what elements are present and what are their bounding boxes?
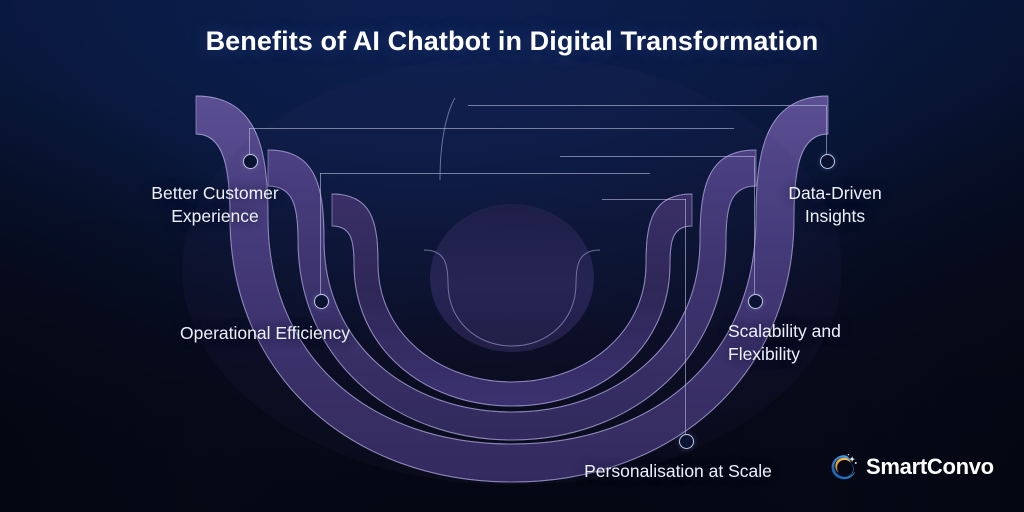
node-scalability-and-flexibility[interactable]: [748, 294, 763, 309]
connector-line-data-driven-insights-v: [826, 105, 827, 156]
benefit-label-scalability-and-flexibility: Scalability and Flexibility: [728, 321, 841, 364]
node-data-driven-insights[interactable]: [820, 154, 835, 169]
brand-name: SmartConvo: [866, 454, 994, 479]
connector-line-personalisation-at-scale-v: [685, 199, 686, 437]
node-better-customer-experience[interactable]: [243, 154, 258, 169]
connector-line-scalability-and-flexibility-v: [754, 156, 755, 298]
connector-line-better-customer-experience-h: [249, 128, 734, 129]
benefit-label-better-customer-experience: Better Customer Experience: [151, 183, 279, 226]
connector-line-scalability-and-flexibility-h: [560, 156, 754, 157]
brand-logo[interactable]: SmartConvo: [829, 452, 994, 482]
connector-line-data-driven-insights-h: [468, 105, 826, 106]
benefit-label-data-driven-insights: Data-Driven Insights: [788, 183, 882, 226]
connector-line-better-customer-experience-v: [249, 128, 250, 156]
benefit-label-personalisation-at-scale: Personalisation at Scale: [584, 461, 772, 481]
node-operational-efficiency[interactable]: [314, 294, 329, 309]
connector-line-operational-efficiency-h: [320, 173, 650, 174]
node-personalisation-at-scale[interactable]: [679, 434, 694, 449]
page-title: Benefits of AI Chatbot in Digital Transf…: [205, 26, 819, 56]
smartconvo-swirl-icon: [831, 453, 857, 480]
connector-line-personalisation-at-scale-h: [602, 199, 686, 200]
connector-line-operational-efficiency-v: [320, 173, 321, 297]
benefit-label-operational-efficiency: Operational Efficiency: [180, 323, 350, 343]
